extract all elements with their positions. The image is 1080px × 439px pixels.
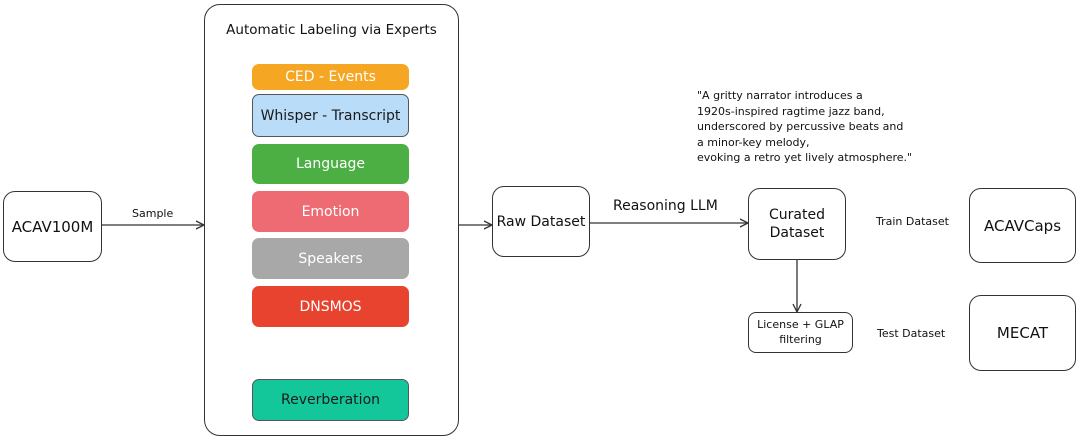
expert-speakers: Speakers — [252, 238, 409, 279]
acavcaps-label: ACAVCaps — [983, 216, 1062, 235]
curated-dataset-node: Curated Dataset — [748, 188, 846, 260]
raw-dataset-label: Raw Dataset — [496, 213, 586, 230]
expert-dnsmos-label: DNSMOS — [299, 298, 362, 315]
mecat-node: MECAT — [969, 295, 1076, 371]
caption-line: a minor-key melody, — [697, 135, 810, 149]
expert-dnsmos: DNSMOS — [252, 286, 409, 327]
expert-whisper-transcript-label: Whisper - Transcript — [260, 107, 401, 124]
expert-speakers-label: Speakers — [298, 250, 363, 267]
caption-line: "A gritty narrator introduces a — [697, 89, 863, 102]
expert-whisper-transcript: Whisper - Transcript — [252, 94, 409, 137]
acav100m-label: ACAV100M — [11, 217, 94, 236]
expert-reverberation: Reverberation — [252, 379, 409, 421]
expert-ced-events: CED - Events — [252, 64, 409, 90]
train-dataset-label: Train Dataset — [876, 215, 949, 228]
expert-emotion: Emotion — [252, 191, 409, 232]
mecat-label: MECAT — [996, 324, 1049, 342]
license-glap-filter-label: License + GLAP filtering — [757, 317, 844, 346]
expert-reverberation-label: Reverberation — [280, 392, 381, 408]
caption-line: evoking a retro yet lively atmosphere." — [697, 151, 913, 164]
acavcaps-node: ACAVCaps — [969, 188, 1076, 263]
expert-language: Language — [252, 144, 409, 184]
license-glap-filter-node: License + GLAP filtering — [748, 312, 853, 353]
acav100m-node: ACAV100M — [3, 191, 102, 262]
caption-line: underscored by percussive beats and — [697, 120, 904, 133]
raw-dataset-node: Raw Dataset — [492, 186, 590, 257]
example-caption: "A gritty narrator introduces a 1920s-in… — [697, 88, 912, 166]
test-dataset-label: Test Dataset — [877, 327, 946, 340]
expert-emotion-label: Emotion — [301, 203, 360, 220]
expert-ced-events-label: CED - Events — [285, 69, 376, 85]
experts-panel-title: Automatic Labeling via Experts — [226, 22, 437, 38]
expert-language-label: Language — [295, 156, 366, 172]
caption-line: 1920s-inspired ragtime jazz band, — [697, 104, 885, 118]
sample-edge-label: Sample — [132, 207, 174, 220]
reasoning-llm-label: Reasoning LLM — [613, 198, 718, 214]
curated-dataset-label: Curated Dataset — [769, 206, 825, 241]
